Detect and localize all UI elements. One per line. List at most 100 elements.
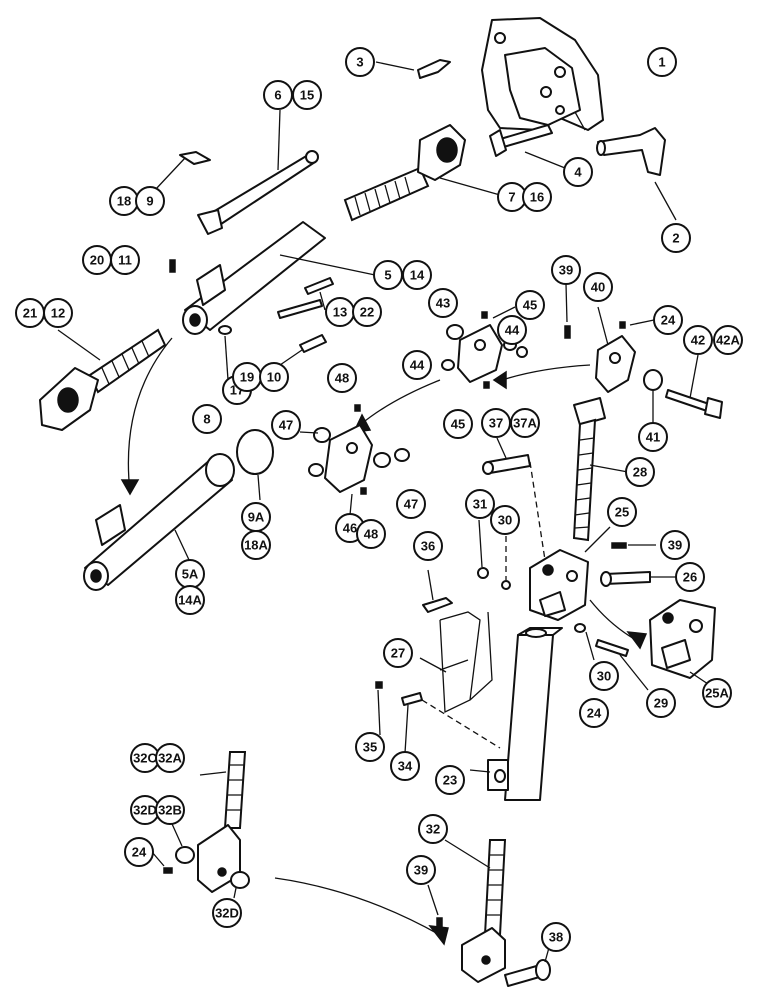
callout-circle: [402, 350, 432, 380]
callout-label: 38: [549, 930, 563, 945]
callout-32: 32: [418, 814, 448, 844]
callout-44: 44: [497, 315, 527, 345]
callout-label: 36: [421, 539, 435, 554]
callout-circle: [563, 157, 593, 187]
callout-2: 2: [661, 223, 691, 253]
callout-label: 23: [443, 773, 457, 788]
callout-16: 16: [522, 182, 552, 212]
callout-label: 11: [118, 253, 132, 268]
callout-circle: [497, 315, 527, 345]
callout-9A: 9A: [241, 502, 271, 532]
callout-45: 45: [443, 409, 473, 439]
callout-label: 39: [559, 263, 573, 278]
callout-29: 29: [646, 688, 676, 718]
callout-circle: [327, 363, 357, 393]
callout-label: 48: [335, 371, 349, 386]
callout-39: 39: [551, 255, 581, 285]
callout-label: 1: [658, 55, 665, 70]
callout-label: 42: [691, 333, 705, 348]
callout-circle: [406, 855, 436, 885]
pin-part-19: [279, 334, 327, 366]
callout-circle: [551, 255, 581, 285]
callout-label: 44: [410, 358, 425, 373]
callout-label: 32B: [158, 803, 182, 818]
callout-label: 25A: [705, 686, 729, 701]
pin-part-26: [600, 571, 676, 587]
callout-label: 27: [391, 646, 405, 661]
callout-5A: 5A: [175, 559, 205, 589]
block-part-40: [595, 306, 655, 393]
callout-label: 5A: [182, 567, 199, 582]
bracket-part-1: [481, 17, 604, 131]
callout-label: 32D: [215, 906, 239, 921]
callout-42: 42: [683, 325, 713, 355]
pin-part-6: [154, 109, 319, 235]
callout-label: 29: [654, 696, 668, 711]
callout-circle: [124, 837, 154, 867]
callout-label: 30: [597, 669, 611, 684]
callout-39: 39: [660, 530, 690, 560]
callout-circle: [135, 186, 165, 216]
callout-11: 11: [110, 245, 140, 275]
callout-24: 24: [653, 305, 683, 335]
callout-9: 9: [135, 186, 165, 216]
yoke-part-25a: [649, 599, 716, 685]
callout-label: 35: [363, 740, 377, 755]
callout-circle: [443, 409, 473, 439]
callout-circle: [638, 422, 668, 452]
spring-part-39-top: [564, 283, 571, 339]
callout-circle: [675, 562, 705, 592]
block-part-43: [441, 306, 528, 389]
callout-circle: [435, 765, 465, 795]
callout-circle: [43, 298, 73, 328]
callout-32C: 32C: [130, 743, 160, 773]
callout-47: 47: [271, 410, 301, 440]
callout-18A: 18A: [241, 530, 271, 560]
callout-32A: 32A: [155, 743, 185, 773]
callout-circle: [241, 530, 271, 560]
block-part-46: [299, 404, 410, 516]
yoke-part-25: [529, 526, 611, 661]
callout-35: 35: [355, 732, 385, 762]
callout-circle: [589, 661, 619, 691]
callout-label: 30: [498, 513, 512, 528]
callout-circle: [192, 404, 222, 434]
callout-label: 5: [384, 268, 391, 283]
callout-label: 46: [343, 521, 357, 536]
callout-circle: [390, 751, 420, 781]
callout-circle: [383, 638, 413, 668]
arrow-5-to-5a: [120, 337, 173, 496]
callout-label: 20: [90, 253, 104, 268]
callout-37A: 37A: [510, 408, 540, 438]
callout-label: 32A: [158, 751, 182, 766]
callout-label: 18A: [244, 538, 268, 553]
callout-label: 37A: [513, 416, 537, 431]
callout-14A: 14A: [175, 585, 205, 615]
callout-circle: [271, 410, 301, 440]
callout-label: 48: [364, 527, 378, 542]
callout-label: 24: [132, 845, 147, 860]
callout-label: 45: [451, 417, 465, 432]
callout-circle: [259, 362, 289, 392]
callout-34: 34: [390, 751, 420, 781]
callout-label: 7: [508, 190, 515, 205]
callout-circle: [625, 457, 655, 487]
callout-circle: [702, 678, 732, 708]
rod-end-part-7: [343, 124, 501, 222]
callout-31: 31: [465, 489, 495, 519]
clip-part-36: [422, 569, 453, 613]
callout-32D: 32D: [212, 898, 242, 928]
callout-label: 26: [683, 570, 697, 585]
callout-40: 40: [583, 272, 613, 302]
callout-1: 1: [647, 47, 677, 77]
callout-circle: [212, 898, 242, 928]
callout-circle: [428, 288, 458, 318]
callout-47: 47: [396, 489, 426, 519]
callout-circle: [155, 795, 185, 825]
callout-label: 3: [356, 55, 363, 70]
callout-circle: [646, 688, 676, 718]
callout-label: 15: [300, 88, 314, 103]
clip-part-3: [375, 59, 451, 79]
